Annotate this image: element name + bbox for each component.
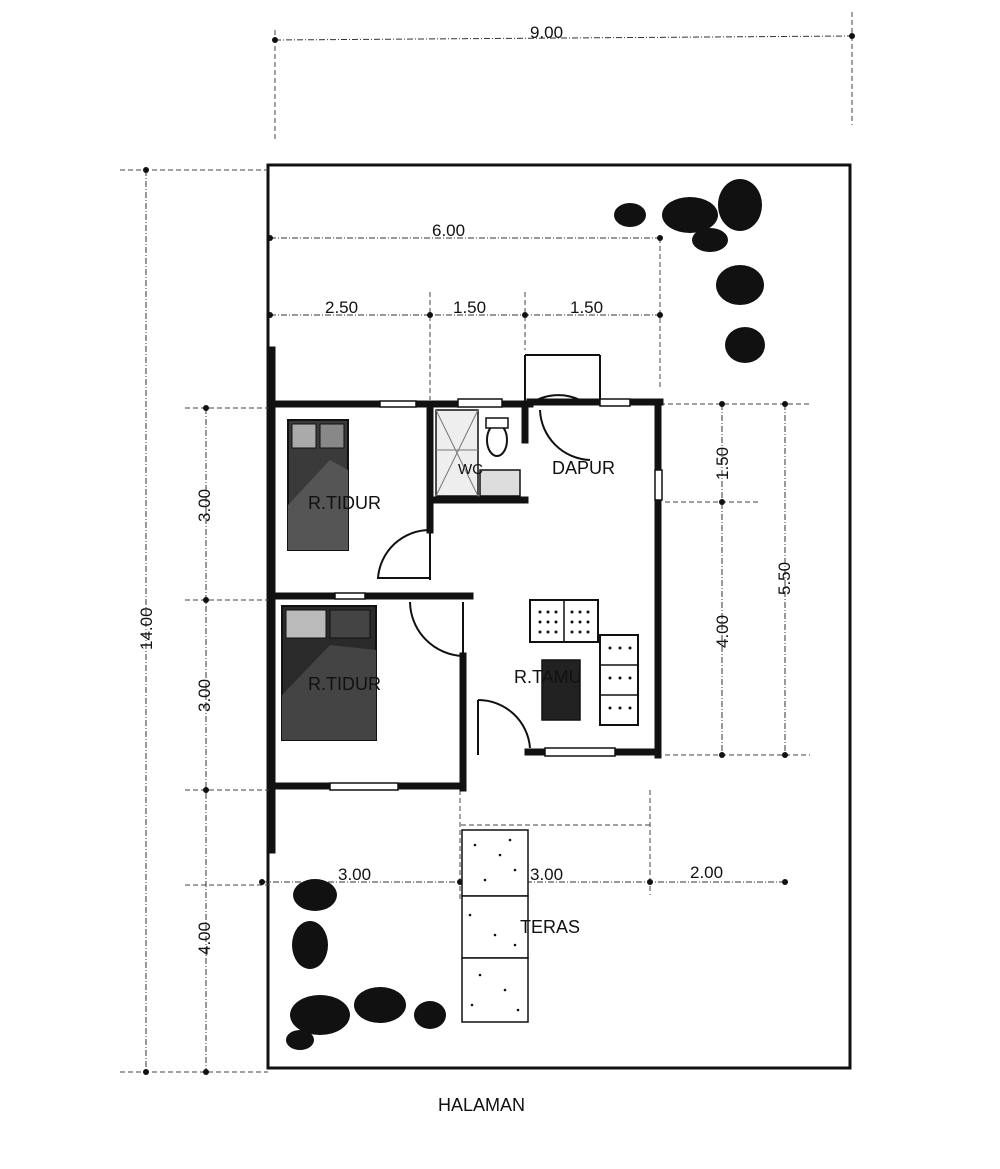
dim-left-segments: 3.00 3.00 4.00 (185, 405, 270, 1075)
room-label-bedroom-2: R.TIDUR (308, 674, 381, 694)
room-label-living: R.TAMU (514, 667, 582, 687)
dim-front-segments: 3.00 3.00 2.00 (259, 790, 790, 900)
dim-right-segments: 1.50 4.00 5.50 (660, 401, 810, 758)
dim-label-front-mid: 3.00 (530, 865, 563, 884)
terrace-paving (461, 829, 529, 1023)
dim-label-right-upper: 1.50 (713, 447, 732, 480)
dim-label-segment-right: 1.50 (570, 298, 603, 317)
dim-label-segment-left: 2.50 (325, 298, 358, 317)
bed-1 (287, 419, 349, 551)
room-label-wc: WC (458, 461, 483, 478)
room-label-kitchen: DAPUR (552, 458, 615, 478)
dim-label-house-width: 6.00 (432, 221, 465, 240)
plant-icon-top-right (614, 179, 765, 363)
bed-2 (281, 605, 377, 741)
dim-label-left-front: 4.00 (195, 922, 214, 955)
dim-label-right-lower: 4.00 (713, 615, 732, 648)
dim-label-overall-depth: 14.00 (137, 607, 156, 650)
plant-icon-bottom-left (286, 879, 446, 1050)
wc-fixtures (435, 409, 521, 497)
site-boundary (266, 163, 852, 1070)
dim-label-segment-mid: 1.50 (453, 298, 486, 317)
dim-label-overall-width: 9.00 (530, 23, 563, 42)
dim-label-right-total: 5.50 (775, 562, 794, 595)
dim-overall-depth: 14.00 (120, 167, 268, 1075)
living-furniture (529, 599, 639, 726)
windows (329, 398, 663, 791)
dim-label-left-upper: 3.00 (195, 489, 214, 522)
doors (376, 394, 591, 749)
room-label-bedroom-1: R.TIDUR (308, 493, 381, 513)
room-label-terrace: TERAS (520, 917, 580, 937)
dim-label-left-lower: 3.00 (195, 679, 214, 712)
dim-label-front-left: 3.00 (338, 865, 371, 884)
dim-segments-top: 2.50 1.50 1.50 (267, 292, 663, 400)
dim-overall-width: 9.00 (272, 12, 855, 140)
walls (268, 346, 664, 854)
yard-label: HALAMAN (438, 1095, 525, 1115)
dim-label-front-right: 2.00 (690, 863, 723, 882)
